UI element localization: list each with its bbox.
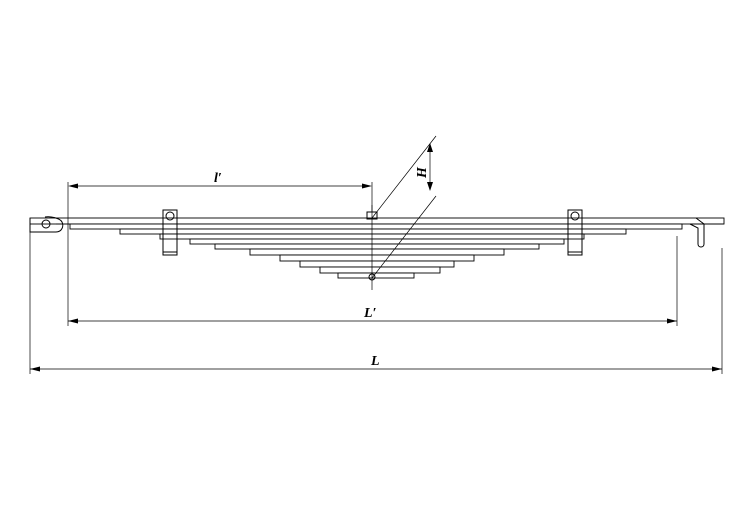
- leaf-9: [299, 260, 455, 268]
- leaf-6: [214, 243, 540, 250]
- dimension-big-l-prime: [67, 236, 678, 326]
- leaf-stack: [29, 217, 725, 279]
- height-upper-line: [371, 135, 437, 219]
- label-height: H: [415, 166, 430, 179]
- label-big-l-prime: L′: [363, 306, 377, 321]
- leaf-8: [279, 254, 475, 262]
- leaf-11: [337, 272, 415, 279]
- height-dimension: [371, 135, 437, 279]
- leaf-3: [119, 228, 627, 235]
- leaf-2: [69, 223, 683, 230]
- left-clamp: [162, 209, 178, 256]
- dimension-small-l: [67, 182, 372, 236]
- leaf-5: [189, 238, 565, 245]
- right-clamp: [567, 209, 583, 256]
- dimension-big-l: [29, 232, 723, 374]
- center-bolt: [366, 182, 378, 290]
- label-big-l: L: [370, 354, 380, 369]
- right-hook: [689, 217, 724, 248]
- label-small-l: l′: [214, 171, 222, 186]
- height-lower-line: [371, 195, 437, 279]
- leaf-7: [249, 248, 505, 256]
